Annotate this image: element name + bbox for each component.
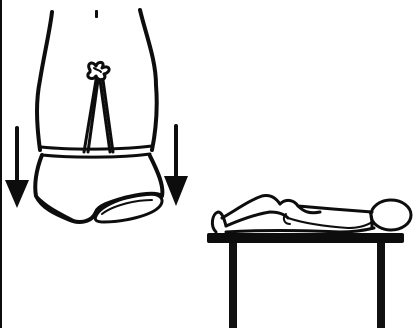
lower-body-figure xyxy=(35,10,162,222)
person-head xyxy=(371,200,411,230)
waistband-top xyxy=(41,146,152,149)
person-neck xyxy=(370,212,372,228)
person-arm xyxy=(288,218,372,228)
down-arrow-left-icon xyxy=(5,128,29,208)
down-arrow-right-icon xyxy=(164,126,188,206)
table-leg-right xyxy=(377,243,385,328)
exam-table xyxy=(207,233,404,328)
navel-mark xyxy=(95,10,98,18)
table-leg-left xyxy=(229,243,237,328)
torso-right-outline xyxy=(140,10,157,150)
person-lower-legs-under xyxy=(226,212,288,226)
torso-left-outline xyxy=(37,12,52,150)
waistband-bottom xyxy=(42,154,150,157)
reclining-person xyxy=(212,195,411,232)
table-top xyxy=(207,233,404,243)
pubic-hair-scribble xyxy=(88,62,109,79)
briefs-left-hem xyxy=(36,196,76,222)
briefs-leg-opening xyxy=(95,194,162,222)
person-lower-legs xyxy=(222,195,280,218)
person-feet xyxy=(212,212,226,232)
